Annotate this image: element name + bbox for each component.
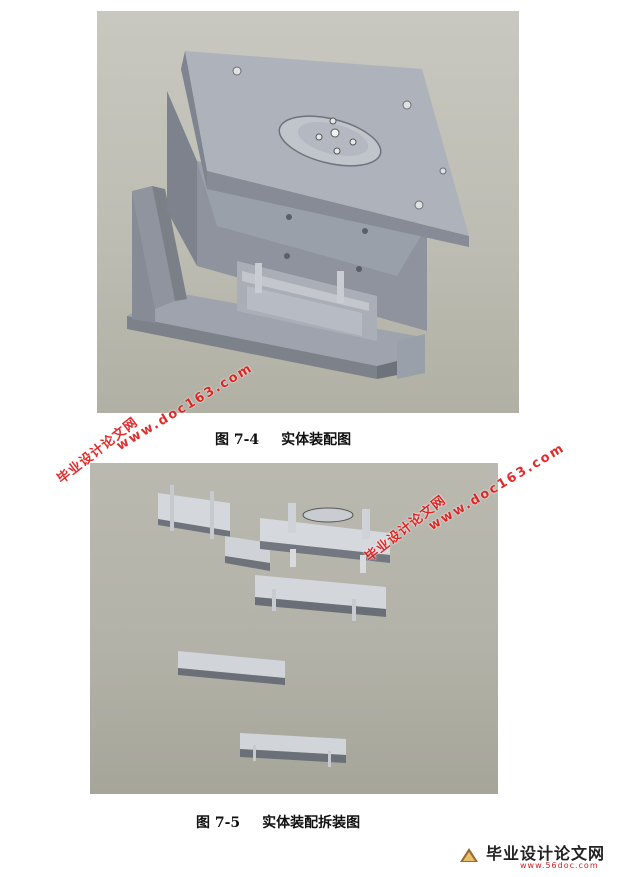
footer-site-name: 毕业设计论文网 — [486, 844, 606, 863]
assembly-render-image — [97, 11, 519, 413]
figure-title: 实体装配拆装图 — [262, 815, 361, 831]
figure-7-5-caption: 图 7-5 实体装配拆装图 — [196, 812, 360, 832]
figure-label: 图 7-5 — [196, 815, 241, 831]
book-logo-icon — [460, 848, 478, 862]
figure-title: 实体装配图 — [281, 432, 352, 448]
figure-label: 图 7-4 — [215, 432, 260, 448]
figure-7-4-caption: 图 7-4 实体装配图 — [215, 429, 351, 449]
exploded-assembly-render-image — [90, 463, 498, 794]
footer-logo-block: 毕业设计论文网 www.56doc.com — [458, 840, 618, 874]
footer-url: www.56doc.com — [520, 861, 599, 870]
